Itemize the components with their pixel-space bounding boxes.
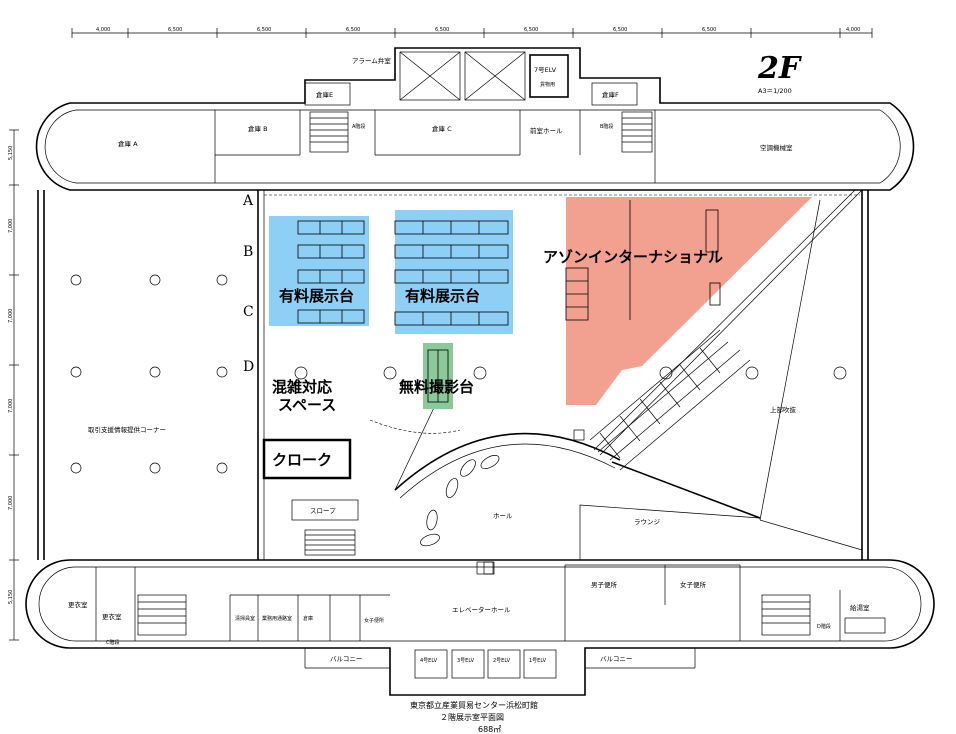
room-storage: 倉庫 [303,615,313,622]
room-elv4: 4号ELV [420,658,438,664]
crowd-space-label-2: スペース [278,396,336,414]
room-hall: ホール [493,512,513,520]
top-dimension-line: 4,000 6,500 6,500 6,500 6,500 6,500 6,50… [71,27,873,38]
room-pipe: 給湯室 [850,603,870,612]
floor-label: 2F [757,51,803,86]
free-photo-label: 無料撮影台 [399,378,474,396]
grid-label-c: C [243,304,254,320]
room-slope: スロープ [310,507,336,515]
slope-area [291,499,359,556]
room-elv2: 2号ELV [493,658,511,664]
grid-label-d: D [243,359,254,375]
cloak-box [262,438,352,480]
dim-4: 6,500 [346,27,360,33]
room-trade-corner: 取引支援情報提供コーナー [88,425,166,434]
paid-display-label-2: 有料展示台 [405,287,480,305]
room-cleaning: 清掃員室 [235,615,255,622]
footer-line-1: 東京都立産業貿易センター浜松町館 [410,700,538,710]
room-atrium: 上部吹抜 [770,405,797,414]
room-warehouse-a: 倉庫 A [118,139,138,148]
dim-6: 6,500 [524,27,538,33]
room-stair-c: C階段 [106,639,120,646]
room-stair-a: A階段 [352,123,365,130]
dim-2: 6,500 [168,27,182,33]
free-photo-table [427,349,449,403]
dim-1: 4,000 [96,27,110,33]
room-elv1: 1号ELV [529,658,547,664]
paid-display-area-1 [269,216,369,326]
dim-7: 6,500 [613,27,627,33]
door-fins [420,429,585,575]
grid-label-a: A [242,193,254,209]
side-dim-4: 7,000 [8,399,14,413]
crowd-space-label-1: 混雑対応 [272,378,332,396]
dim-3: 6,500 [257,27,271,33]
room-balcony-1: バルコニー [330,655,362,663]
room-stair-d: D階段 [817,623,831,630]
top-rooms [214,51,656,183]
room-locker-2: 更衣室 [102,612,122,621]
dim-8: 6,500 [702,27,716,33]
room-office: 業務用通路室 [262,615,292,622]
paid-display-tables-1 [297,220,365,324]
paid-display-tables-2 [394,220,509,326]
azone-label: アゾンインターナショナル [543,248,723,266]
azone-tables [565,200,721,321]
grid-label-b: B [243,244,253,260]
room-balcony-2: バルコニー [600,655,632,663]
room-womens: 女子便所 [680,580,707,589]
cloak-label: クローク [272,451,332,469]
side-dim-6: 5,150 [8,590,14,604]
room-warehouse-c: 倉庫 C [432,124,452,133]
room-wc-f: 女子便所 [364,617,384,624]
room-warehouse-b: 倉庫 B [248,124,268,133]
footer-line-3: 688㎡ [478,725,501,734]
side-dim-1: 5,150 [8,146,14,160]
room-ac: 空調機械室 [760,143,793,152]
footer-line-2: ２階展示室平面図 [440,712,504,722]
room-prep-hall: 前室ホール [530,126,563,135]
hall-curve [369,394,761,560]
bottom-rooms [95,561,886,679]
room-lounge: ラウンジ [634,518,661,526]
building-outline [25,47,935,696]
room-alarm: アラーム弁室 [352,56,391,65]
room-mens: 男子便所 [591,580,618,589]
side-dim-3: 7,000 [8,309,14,323]
side-dim-5: 7,000 [8,496,14,510]
room-locker-1: 更衣室 [68,600,88,609]
room-warehouse-f: 倉庫F [602,90,619,99]
dim-9: 4,000 [846,27,860,33]
atrium-area [589,189,863,551]
paid-display-area-2 [395,210,513,334]
room-warehouse-e: 倉庫E [316,90,333,99]
room-elv7: 7号ELV [534,66,557,74]
room-cargo: 貨物用 [540,81,555,88]
room-stair-b: B階段 [600,123,613,130]
paid-display-label-1: 有料展示台 [279,287,354,305]
azone-area [566,197,812,405]
room-elevator-hall: エレベーターホール [452,605,511,614]
dim-5: 6,500 [435,27,449,33]
room-elv3: 3号ELV [457,658,475,664]
scale-label: A3＝1/200 [758,87,792,95]
side-dim-2: 7,000 [8,219,14,233]
side-dimension-line: 5,150 7,000 7,000 7,000 7,000 5,150 [8,129,19,641]
